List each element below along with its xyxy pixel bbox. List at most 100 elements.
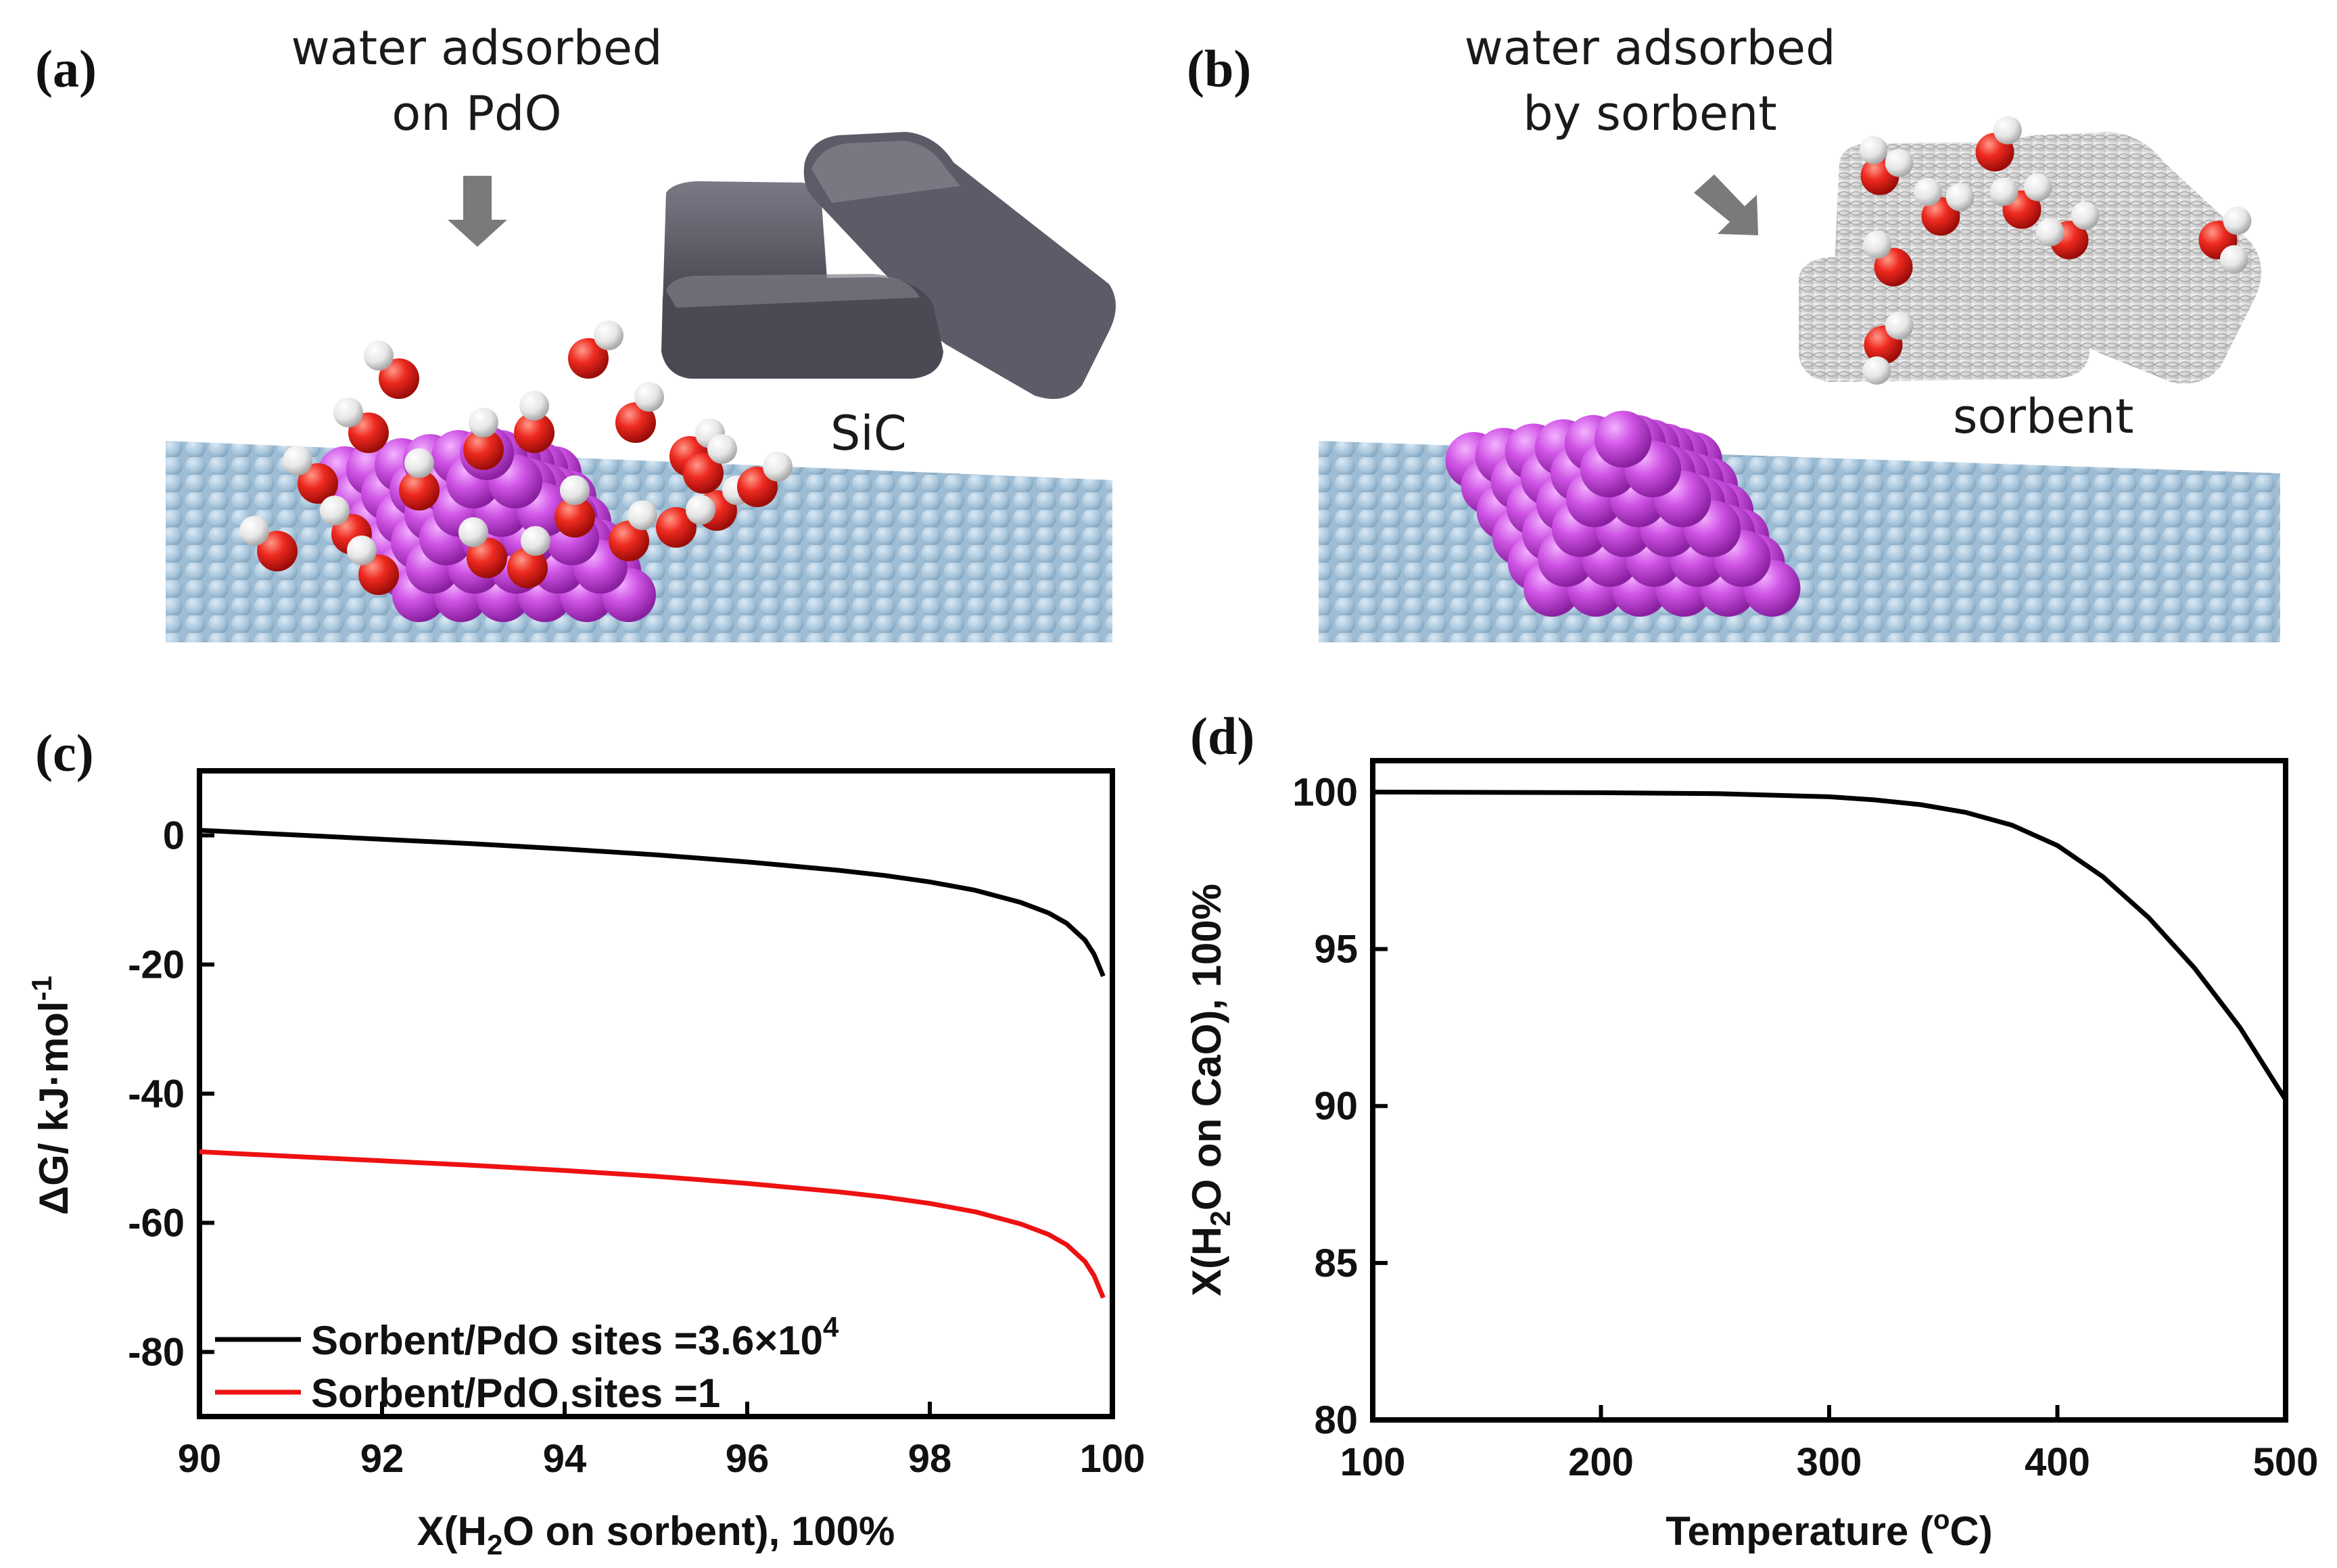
hydrogen-atom — [364, 341, 394, 371]
hydrogen-atom — [628, 500, 657, 530]
chart-c-series — [199, 828, 1106, 1299]
oxygen-atom — [507, 548, 548, 588]
x-tick-label: 92 — [360, 1437, 404, 1481]
series-line-2 — [199, 1149, 1106, 1299]
hydrogen-atom — [686, 495, 715, 525]
pd-atom — [1595, 410, 1651, 468]
y-tick-label: -40 — [128, 1072, 185, 1116]
chart-c-ylabel: ΔG/ kJ·mol-1 — [26, 976, 76, 1215]
hydrogen-atom — [763, 452, 793, 481]
pdo-cluster — [1445, 410, 1801, 617]
oxygen-atom — [358, 554, 399, 595]
hydrogen-atom — [2071, 201, 2100, 230]
oxygen-atom — [554, 497, 595, 538]
hydrogen-atom — [1989, 177, 2019, 206]
oxygen-atom — [463, 429, 504, 470]
sic-particles — [661, 132, 1116, 399]
hydrogen-atom — [521, 526, 550, 556]
hydrogen-atom — [404, 448, 434, 478]
x-tick-label: 400 — [2025, 1440, 2090, 1484]
y-tick-label: -20 — [128, 943, 185, 987]
y-tick-label: 0 — [163, 814, 185, 858]
oxygen-atom — [568, 338, 609, 379]
hydrogen-atom — [1914, 178, 1942, 206]
y-tick-label: -80 — [128, 1331, 185, 1375]
panel-a-caption-line2: on PdO — [392, 86, 561, 141]
panel-c: (c) 0 -20 -40 -60 -80 90 92 94 96 98 100 Sorbent/… — [26, 723, 1145, 1561]
arrow-diagonal-icon — [1694, 174, 1758, 235]
oxygen-atom — [1874, 247, 1913, 287]
oxygen-atom — [615, 402, 656, 443]
hydrogen-atom — [634, 382, 664, 412]
chart-d-series — [1372, 789, 2288, 1101]
hydrogen-atom — [1859, 136, 1888, 164]
chart-c-xlabel: X(H2O on sorbent), 100% — [417, 1508, 895, 1561]
panel-d-label: (d) — [1190, 707, 1254, 765]
panel-b-label: (b) — [1187, 39, 1251, 98]
x-tick-label: 96 — [726, 1437, 770, 1481]
legend-label-black: Sorbent/PdO sites =3.6×104 — [311, 1311, 839, 1363]
pdo-cluster-with-water — [239, 320, 793, 622]
hydrogen-atom — [560, 475, 590, 505]
chart-c-legend: Sorbent/PdO sites =3.6×104 Sorbent/PdO s… — [215, 1311, 839, 1416]
panel-b-caption-line1: water adsorbed — [1464, 20, 1835, 76]
hydrogen-atom — [347, 536, 377, 565]
oxygen-atom — [379, 358, 419, 399]
hydrogen-atom — [1863, 230, 1892, 259]
hydrogen-atom — [1885, 311, 1914, 340]
oxygen-atom — [467, 538, 507, 578]
x-tick-label: 200 — [1568, 1440, 1634, 1484]
y-tick-label: 100 — [1292, 770, 1358, 814]
hydrogen-atom — [707, 434, 737, 464]
chart-c-x-ticks: 90 92 94 96 98 100 — [178, 1402, 1146, 1481]
oxygen-atom — [257, 531, 298, 571]
panel-c-label: (c) — [35, 723, 94, 782]
hydrogen-atom — [333, 398, 363, 427]
hydrogen-atom — [283, 446, 312, 475]
panel-b: (b) water adsorbed by sorbent sorbent — [1187, 20, 2280, 642]
series-line-1 — [1372, 789, 2288, 1101]
hydrogen-atom — [2223, 206, 2252, 235]
legend-label-red: Sorbent/PdO sites =1 — [311, 1371, 720, 1416]
hydrogen-atom — [519, 391, 549, 421]
chart-d-frame — [1370, 758, 2288, 1423]
hydrogen-atom — [239, 516, 269, 546]
series-line-1 — [199, 828, 1106, 978]
panel-a-caption-line1: water adsorbed — [291, 20, 662, 76]
x-tick-label: 500 — [2253, 1440, 2319, 1484]
hydrogen-atom — [1993, 116, 2022, 145]
panel-a: (a) water adsorbed on PdO SiC — [35, 20, 1116, 642]
oxygen-atom — [656, 507, 697, 548]
x-tick-label: 100 — [1340, 1440, 1406, 1484]
y-tick-label: -60 — [128, 1202, 185, 1245]
x-tick-label: 90 — [178, 1437, 222, 1481]
x-tick-label: 100 — [1080, 1437, 1146, 1481]
hydrogen-atom — [2035, 218, 2064, 247]
hydrogen-atom — [458, 517, 488, 547]
panel-b-material-label: sorbent — [1953, 389, 2133, 444]
hydrogen-atom — [1945, 183, 1975, 212]
arrow-down-icon — [448, 176, 507, 247]
chart-c-y-ticks: 0 -20 -40 -60 -80 — [128, 814, 214, 1375]
hydrogen-atom — [594, 320, 623, 350]
panel-b-caption-line2: by sorbent — [1523, 86, 1777, 141]
y-tick-label: 95 — [1314, 928, 1358, 972]
chart-d-xlabel: Temperature (oC) — [1666, 1505, 1992, 1554]
chart-d-ylabel: X(H2O on CaO), 100% — [1184, 884, 1236, 1296]
hydrogen-atom — [320, 496, 350, 525]
x-tick-label: 94 — [543, 1437, 587, 1481]
oxygen-atom — [683, 453, 724, 494]
panel-a-label: (a) — [35, 39, 97, 98]
oxygen-atom — [609, 521, 649, 561]
hydrogen-atom — [469, 408, 498, 437]
hydrogen-atom — [1885, 149, 1914, 177]
water-molecules-on-sorbent — [1859, 116, 2252, 385]
y-tick-label: 85 — [1314, 1241, 1358, 1285]
y-tick-label: 90 — [1314, 1085, 1358, 1129]
hydrogen-atom — [2219, 245, 2248, 274]
x-tick-label: 98 — [908, 1437, 952, 1481]
x-tick-label: 300 — [1797, 1440, 1862, 1484]
